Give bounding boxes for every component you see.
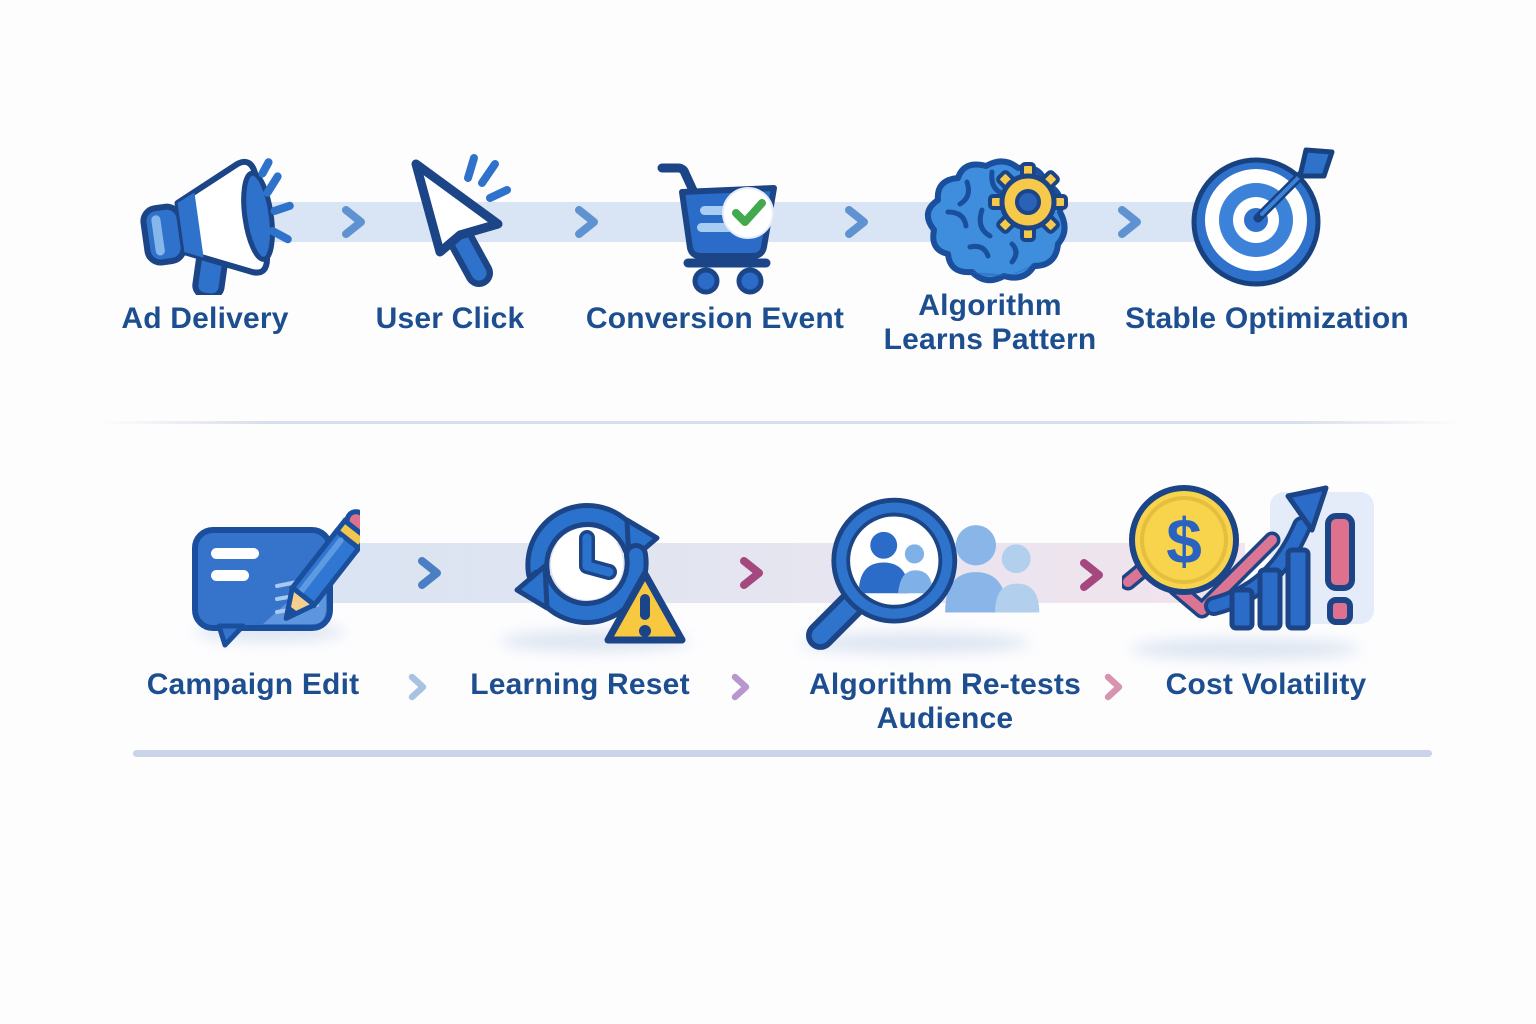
- row-divider: [133, 750, 1432, 757]
- flow-arrow-icon: [571, 203, 601, 241]
- section-divider: [100, 421, 1460, 424]
- flow-arrow-icon: [736, 554, 766, 592]
- flow-band: [300, 543, 1245, 603]
- flow-arrow-icon: [1101, 672, 1125, 702]
- flow-arrow-icon: [1114, 203, 1144, 241]
- learning-reset-warning-icon: [514, 503, 686, 644]
- flow-arrow-icon: [405, 672, 429, 702]
- icon-shadow: [1130, 638, 1360, 660]
- campaign-edit-icon: [192, 509, 360, 648]
- cost-volatility-icon: $: [1122, 485, 1374, 631]
- step-label: Conversion Event: [585, 302, 845, 335]
- step-label: User Click: [375, 302, 525, 335]
- step-label: Learning Reset: [470, 668, 690, 701]
- icon-shadow: [800, 632, 1030, 654]
- step-label: Stable Optimization: [1125, 302, 1409, 335]
- cursor-click-icon: [411, 154, 511, 287]
- step-label: Ad Delivery: [121, 302, 289, 335]
- flow-arrow-icon: [728, 672, 752, 702]
- flow-arrow-icon: [338, 203, 368, 241]
- step-label: Campaign Edit: [146, 668, 360, 701]
- flow-arrow-icon: [841, 203, 871, 241]
- dollar-sign-glyph: $: [1166, 505, 1202, 577]
- cart-checkmark-icon: [657, 163, 777, 295]
- step-label: Algorithm Re-tests Audience: [809, 668, 1081, 736]
- brain-gear-icon: [925, 158, 1068, 284]
- step-label: Algorithm Learns Pattern: [883, 289, 1097, 357]
- target-dart-icon: [1191, 147, 1335, 287]
- step-label: Cost Volatility: [1165, 668, 1367, 701]
- flow-arrow-icon: [1076, 556, 1106, 594]
- megaphone-icon: [140, 158, 294, 295]
- flow-arrow-icon: [414, 554, 444, 592]
- audience-retest-icon: [805, 497, 1040, 650]
